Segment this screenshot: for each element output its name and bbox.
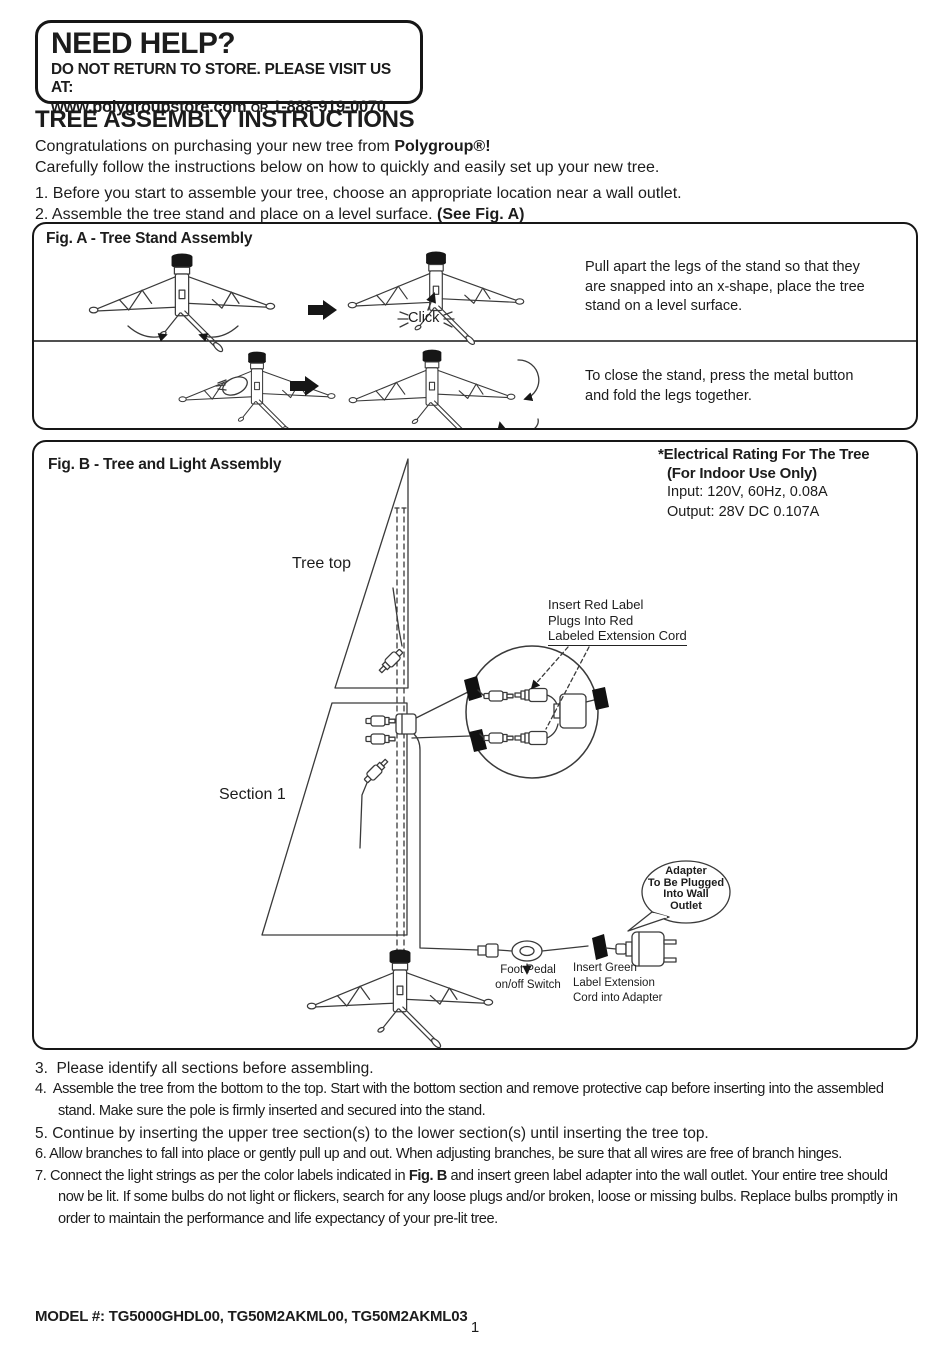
electrical-input: Input: 120V, 60Hz, 0.08A bbox=[667, 484, 828, 500]
click-label: Click bbox=[408, 310, 440, 326]
fig-a-step-1-text: Pull apart the legs of the stand so that… bbox=[585, 259, 865, 314]
foot-pedal-line-1: Foot Pedal bbox=[500, 964, 556, 976]
fig-a-box bbox=[32, 222, 918, 430]
phone-number: 1-888-919-0070 bbox=[272, 98, 386, 116]
click-emphasis-marks bbox=[397, 292, 455, 328]
intro-line-2: Carefully follow the instructions below … bbox=[35, 159, 660, 176]
fig-a-title: Fig. A - Tree Stand Assembly bbox=[46, 230, 253, 247]
green-plug-line-1: Insert Green bbox=[573, 962, 637, 974]
intro-line-1: Congratulations on purchasing your new t… bbox=[35, 136, 735, 157]
bubble-line-4: Outlet bbox=[670, 899, 702, 912]
step-5: 5. Continue by inserting the upper tree … bbox=[35, 1124, 709, 1142]
page-title: TREE ASSEMBLY INSTRUCTIONS bbox=[35, 106, 415, 133]
adapter-bubble-label: Adapter To Be Plugged Into Wall Outlet bbox=[642, 865, 730, 912]
fig-b-title: Fig. B - Tree and Light Assembly bbox=[48, 456, 282, 473]
assembly-steps: 3. Please identify all sections before a… bbox=[35, 1058, 916, 1230]
fig-b-diagram bbox=[261, 458, 731, 1050]
green-plug-line-3: Cord into Adapter bbox=[573, 992, 663, 1004]
need-help-title: NEED HELP? bbox=[51, 27, 236, 60]
section-1-label: Section 1 bbox=[219, 786, 286, 803]
step-2-text: 2. Assemble the tree stand and place on … bbox=[35, 206, 438, 223]
electrical-rating-title: *Electrical Rating For The Tree bbox=[658, 446, 870, 463]
green-plug-label: Insert Green Label Extension Cord into A… bbox=[573, 961, 663, 1006]
step-6: 6. Allow branches to fall into place or … bbox=[35, 1146, 842, 1162]
fig-b-ref: Fig. B bbox=[408, 1167, 447, 1184]
see-fig-a-ref: (See Fig. A) bbox=[437, 206, 525, 223]
red-plug-line-2: Plugs Into Red bbox=[548, 612, 634, 628]
bubble-line-2: To Be Plugged bbox=[647, 876, 725, 889]
need-help-subtitle: DO NOT RETURN TO STORE. PLEASE VISIT US … bbox=[51, 61, 391, 96]
red-plug-line-3: Labeled Extension Cord bbox=[548, 628, 687, 646]
foot-pedal-line-2: on/off Switch bbox=[495, 979, 561, 991]
model-numbers: MODEL #: TG5000GHDL00, TG50M2AKML00, TG5… bbox=[35, 1308, 468, 1325]
step-7: 7. Connect the light strings as per the … bbox=[35, 1166, 916, 1231]
red-plug-label: Insert Red Label Plugs Into Red Labeled … bbox=[548, 597, 687, 646]
page-number: 1 bbox=[470, 1319, 480, 1336]
step-3: 3. Please identify all sections before a… bbox=[35, 1060, 374, 1077]
step-4: 4. Assemble the tree from the bottom to … bbox=[35, 1081, 888, 1119]
fig-a-step-2-text: To close the stand, press the metal butt… bbox=[585, 368, 854, 404]
electrical-output: Output: 28V DC 0.107A bbox=[667, 503, 820, 520]
fig-b-box bbox=[32, 440, 918, 1050]
step-7-text-pre: 7. Connect the light strings as per the … bbox=[35, 1167, 409, 1184]
fold-arrows bbox=[497, 359, 540, 428]
electrical-rating-subtitle: (For Indoor Use Only) bbox=[667, 465, 817, 482]
green-plug-line-2: Label Extension bbox=[573, 977, 655, 989]
bubble-line-3: Into Wall bbox=[663, 888, 709, 900]
or-text: OR bbox=[250, 101, 269, 115]
foot-pedal-label: Foot Pedal on/off Switch bbox=[486, 963, 570, 993]
hand-press-illustration bbox=[215, 376, 248, 396]
tree-top-label: Tree top bbox=[292, 555, 351, 572]
step-1: 1. Before you start to assemble your tre… bbox=[35, 185, 682, 202]
red-plug-line-1: Insert Red Label bbox=[548, 597, 644, 612]
intro-line-1-text: Congratulations on purchasing your new t… bbox=[35, 138, 395, 155]
bubble-line-1: Adapter bbox=[665, 865, 707, 877]
step-2: 2. Assemble the tree stand and place on … bbox=[35, 204, 735, 225]
brand-name: Polygroup®! bbox=[394, 138, 491, 155]
need-help-box: NEED HELP? DO NOT RETURN TO STORE. PLEAS… bbox=[35, 20, 423, 116]
electrical-rating: *Electrical Rating For The Tree (For Ind… bbox=[658, 445, 913, 522]
need-help-contact: www.polygroupstore.com OR 1-888-919-0070 bbox=[51, 98, 410, 117]
fig-a-diagram bbox=[34, 250, 916, 428]
intro-block: Congratulations on purchasing your new t… bbox=[35, 136, 735, 225]
step-7-text-post: and insert green label adapter into the … bbox=[58, 1167, 902, 1227]
store-url: www.polygroupstore.com bbox=[51, 98, 247, 116]
